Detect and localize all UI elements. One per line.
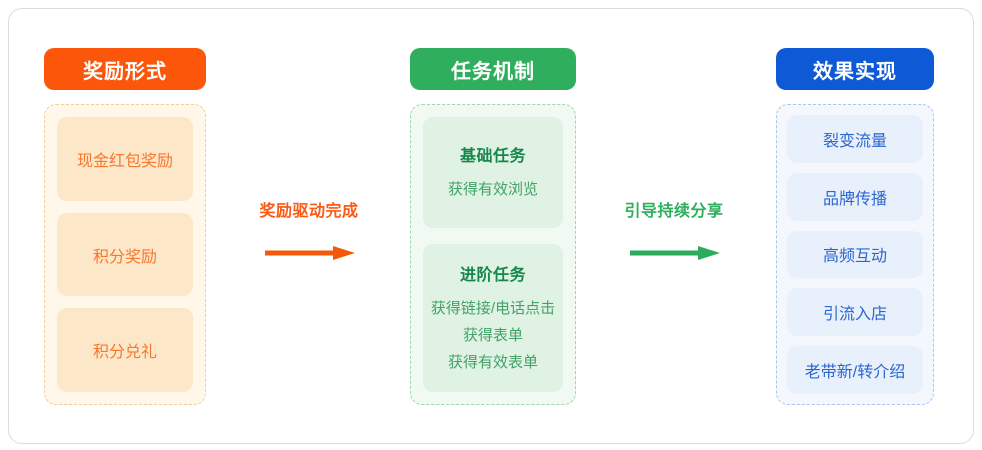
card-fission-traffic: 裂变流量 — [787, 115, 923, 163]
right-arrow-icon — [630, 246, 720, 260]
card-points-gift: 积分兑礼 — [57, 308, 193, 393]
advanced-task-line: 获得有效表单 — [447, 353, 538, 371]
group-effect-realization: 裂变流量 品牌传播 高频互动 引流入店 老带新/转介绍 — [776, 104, 934, 405]
right-arrow-icon — [265, 246, 355, 260]
basic-task-line: 获得有效浏览 — [447, 181, 538, 198]
advanced-task-line: 获得链接/电话点击 — [430, 299, 556, 317]
card-cash-red-packet: 现金红包奖励 — [57, 117, 193, 201]
basic-task-title: 基础任务 — [459, 148, 526, 165]
column-task-mechanism: 任务机制 基础任务 获得有效浏览 进阶任务 获得链接/电话点击 获得表单 获得有… — [410, 48, 576, 405]
card-points-reward: 积分奖励 — [57, 212, 193, 297]
card-high-frequency-interaction: 高频互动 — [787, 230, 923, 279]
group-reward-forms: 现金红包奖励 积分奖励 积分兑礼 — [44, 104, 206, 405]
connector-reward-drives-completion: 奖励驱动完成 — [234, 200, 384, 265]
header-task-mechanism: 任务机制 — [410, 48, 576, 90]
advanced-task-line: 获得表单 — [462, 326, 523, 344]
header-reward-forms: 奖励形式 — [44, 48, 206, 90]
group-task-mechanism: 基础任务 获得有效浏览 进阶任务 获得链接/电话点击 获得表单 获得有效表单 — [410, 104, 576, 405]
column-reward-forms: 奖励形式 现金红包奖励 积分奖励 积分兑礼 — [44, 48, 206, 405]
connector-label: 奖励驱动完成 — [259, 203, 359, 220]
header-effect-realization: 效果实现 — [776, 48, 934, 90]
column-effect-realization: 效果实现 裂变流量 品牌传播 高频互动 引流入店 老带新/转介绍 — [776, 48, 934, 405]
card-referral: 老带新/转介绍 — [787, 346, 923, 394]
card-basic-task: 基础任务 获得有效浏览 — [423, 117, 563, 228]
card-brand-spread: 品牌传播 — [787, 172, 923, 221]
card-drive-to-store: 引流入店 — [787, 288, 923, 337]
card-advanced-task: 进阶任务 获得链接/电话点击 获得表单 获得有效表单 — [423, 244, 563, 392]
connector-label: 引导持续分享 — [624, 203, 724, 220]
advanced-task-title: 进阶任务 — [459, 266, 526, 284]
connector-guide-continuous-sharing: 引导持续分享 — [599, 200, 749, 265]
